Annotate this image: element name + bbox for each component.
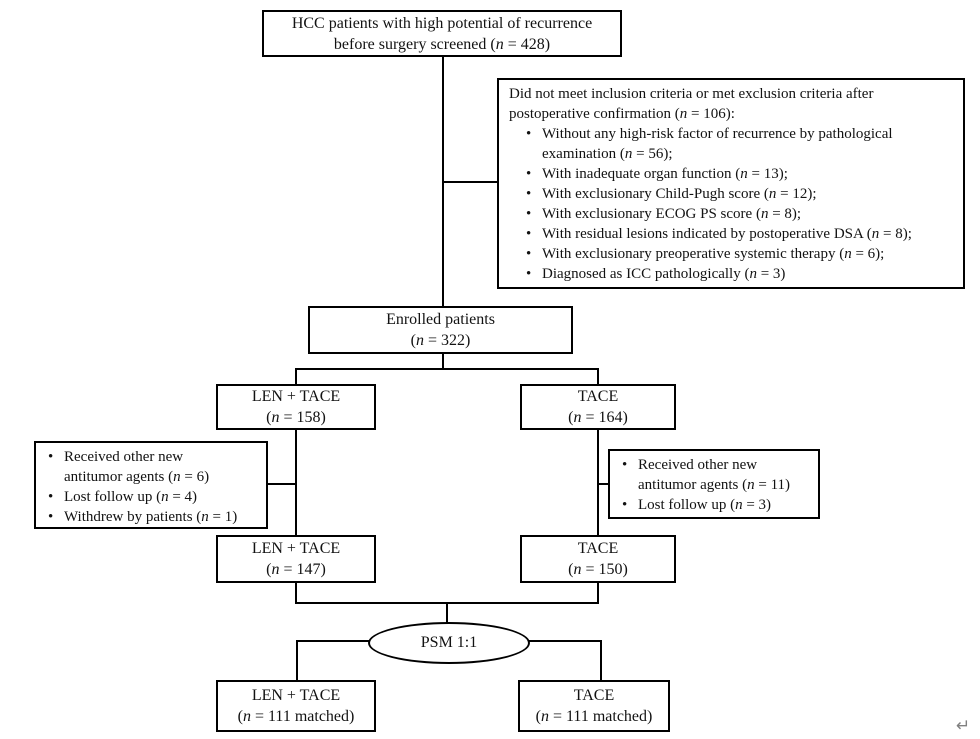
node-len-tace-matched: LEN + TACE (n = 111 matched) bbox=[216, 680, 376, 732]
connector-split-top bbox=[295, 368, 599, 370]
bullet-icon: • bbox=[48, 489, 54, 505]
node-enrolled-line1: Enrolled patients bbox=[386, 311, 495, 328]
connector-left-dropout bbox=[267, 483, 295, 485]
node-tace-matched-line2: (n = 111 matched) bbox=[535, 708, 653, 725]
bullet-icon: • bbox=[526, 206, 532, 222]
connector-to-exclusion-box bbox=[443, 181, 499, 183]
node-screened-line2: before surgery screened (n = 428) bbox=[333, 35, 551, 53]
bullet-icon: • bbox=[526, 266, 532, 282]
exclusion-bullet-item: • Diagnosed as ICC pathologically (n = 3… bbox=[526, 264, 955, 284]
bullet-line: With exclusionary Child-Pugh score (n = … bbox=[542, 186, 817, 202]
node-tace-followed-line1: TACE bbox=[577, 540, 619, 557]
exclusion-bullet-item: • With exclusionary Child-Pugh score (n … bbox=[526, 184, 955, 204]
connector-right-to-merge bbox=[597, 582, 599, 604]
connector-right-dropout bbox=[598, 483, 610, 485]
node-enrolled-line2: (n = 322) bbox=[410, 332, 471, 349]
dropout-bullet-item: • Received other new antitumor agents (n… bbox=[48, 447, 258, 487]
node-len-tace-initial: LEN + TACE (n = 158) bbox=[216, 384, 376, 430]
exclusion-bullet-item: • With exclusionary ECOG PS score (n = 8… bbox=[526, 204, 955, 224]
bullet-icon: • bbox=[48, 509, 54, 525]
node-tace-initial: TACE (n = 164) bbox=[520, 384, 676, 430]
connector-left-arm-down bbox=[295, 429, 297, 536]
bullet-line: antitumor agents (n = 6) bbox=[64, 469, 210, 485]
node-tace-followed-line2: (n = 150) bbox=[568, 561, 628, 578]
connector-drop-left-arm bbox=[295, 370, 297, 385]
connector-enrolled-down bbox=[442, 353, 444, 370]
bullet-line: Received other new bbox=[64, 449, 184, 465]
node-len-tace-matched-line2: (n = 111 matched) bbox=[237, 708, 355, 725]
connector-right-arm-down bbox=[597, 429, 599, 536]
node-tace-initial-line1: TACE bbox=[577, 388, 619, 405]
node-tace-followed: TACE (n = 150) bbox=[520, 535, 676, 583]
bullet-line: Without any high-risk factor of recurren… bbox=[542, 126, 893, 142]
dropout-right-box: • Received other new antitumor agents (n… bbox=[608, 449, 820, 519]
node-tace-initial-line2: (n = 164) bbox=[568, 409, 628, 426]
bullet-line: Lost follow up (n = 3) bbox=[638, 497, 772, 513]
connector-drop-right-arm bbox=[597, 370, 599, 385]
node-len-tace-initial-line1: LEN + TACE bbox=[251, 388, 341, 405]
node-tace-matched: TACE (n = 111 matched) bbox=[518, 680, 670, 732]
bullet-icon: • bbox=[622, 457, 628, 473]
connector-merge-to-psm bbox=[446, 602, 448, 626]
bullet-icon: • bbox=[526, 186, 532, 202]
bullet-icon: • bbox=[526, 246, 532, 262]
bullet-icon: • bbox=[526, 166, 532, 182]
exclusion-intro-line1: Did not meet inclusion criteria or met e… bbox=[509, 86, 874, 102]
connector-psm-right-down bbox=[600, 640, 602, 682]
node-len-tace-initial-line2: (n = 158) bbox=[266, 409, 326, 426]
exclusion-bullet-item: • With inadequate organ function (n = 13… bbox=[526, 164, 955, 184]
dropout-left-box: • Received other new antitumor agents (n… bbox=[34, 441, 268, 529]
dropout-bullet-item: • Lost follow up (n = 4) bbox=[48, 487, 258, 507]
bullet-icon: • bbox=[526, 226, 532, 242]
node-len-tace-matched-line1: LEN + TACE bbox=[251, 687, 341, 704]
paragraph-return-icon: ↵ bbox=[956, 716, 971, 736]
connector-left-to-merge bbox=[295, 582, 297, 604]
bullet-line: With exclusionary preoperative systemic … bbox=[542, 246, 885, 262]
dropout-bullet-item: • Received other new antitumor agents (n… bbox=[622, 455, 810, 495]
node-len-tace-followed-line2: (n = 147) bbox=[266, 561, 326, 578]
node-tace-matched-line1: TACE bbox=[573, 687, 615, 704]
exclusion-bullet-item: • With residual lesions indicated by pos… bbox=[526, 224, 955, 244]
node-psm-label: PSM 1:1 bbox=[420, 634, 478, 651]
bullet-line: Withdrew by patients (n = 1) bbox=[64, 509, 238, 525]
bullet-line: examination (n = 56); bbox=[542, 146, 673, 162]
exclusion-bullet-item: • Without any high-risk factor of recurr… bbox=[526, 124, 955, 164]
bullet-line: With residual lesions indicated by posto… bbox=[542, 226, 912, 242]
bullet-icon: • bbox=[526, 126, 532, 142]
exclusion-bullet-item: • With exclusionary preoperative systemi… bbox=[526, 244, 955, 264]
node-screened-line1: HCC patients with high potential of recu… bbox=[291, 14, 593, 32]
bullet-icon: • bbox=[48, 449, 54, 465]
bullet-line: Received other new bbox=[638, 457, 758, 473]
bullet-icon: • bbox=[622, 497, 628, 513]
exclusion-criteria-box: Did not meet inclusion criteria or met e… bbox=[497, 78, 965, 289]
connector-psm-left-down bbox=[296, 640, 298, 682]
bullet-line: Lost follow up (n = 4) bbox=[64, 489, 198, 505]
node-psm: PSM 1:1 bbox=[368, 622, 530, 664]
dropout-bullet-item: • Withdrew by patients (n = 1) bbox=[48, 507, 258, 527]
bullet-line: With inadequate organ function (n = 13); bbox=[542, 166, 788, 182]
bullet-line: Diagnosed as ICC pathologically (n = 3) bbox=[542, 266, 786, 282]
dropout-bullet-item: • Lost follow up (n = 3) bbox=[622, 495, 810, 515]
node-len-tace-followed-line1: LEN + TACE bbox=[251, 540, 341, 557]
node-enrolled: Enrolled patients (n = 322) bbox=[308, 306, 573, 354]
node-len-tace-followed: LEN + TACE (n = 147) bbox=[216, 535, 376, 583]
bullet-line: antitumor agents (n = 11) bbox=[638, 477, 791, 493]
node-screened: HCC patients with high potential of recu… bbox=[262, 10, 622, 57]
exclusion-intro-line2: postoperative confirmation (n = 106): bbox=[509, 106, 735, 122]
bullet-line: With exclusionary ECOG PS score (n = 8); bbox=[542, 206, 802, 222]
